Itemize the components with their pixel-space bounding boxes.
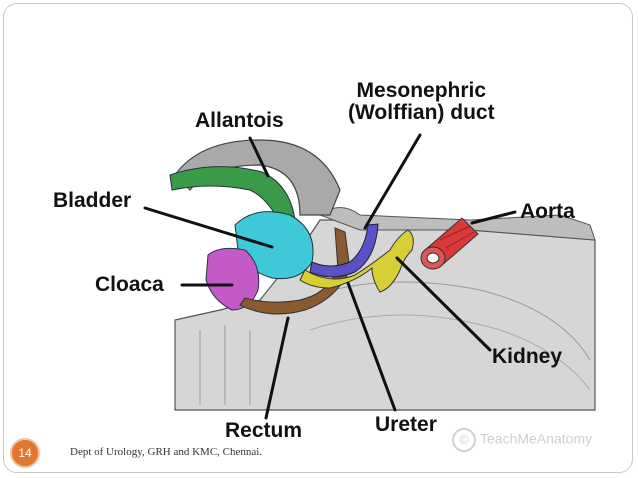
label-bladder: Bladder (53, 189, 132, 212)
label-mesonephric-line2: (Wolffian) duct (348, 101, 495, 125)
aorta-shape (420, 217, 479, 270)
label-allantois: Allantois (195, 109, 284, 132)
copyright-icon: © (452, 428, 476, 452)
mesonephric-duct-shape (309, 223, 379, 278)
kidney-leader (395, 256, 492, 352)
footer-text: Dept of Urology, GRH and KMC, Chennai. (70, 446, 263, 458)
label-rectum: Rectum (225, 419, 303, 442)
ureter-leader (346, 281, 397, 412)
rectum-shape (239, 227, 351, 315)
aorta-leader (470, 210, 517, 225)
allantois-leader (248, 136, 270, 178)
cloaca-shape (205, 247, 260, 311)
label-mesonephric-line1: Mesonephric (356, 79, 487, 102)
watermark-logo: ©TeachMeAnatomy (452, 428, 592, 452)
label-aorta: Aorta (520, 200, 575, 223)
label-mesonephric-duct: Mesonephric (Wolffian) duct (348, 79, 495, 125)
label-cloaca: Cloaca (95, 273, 164, 296)
page-number-badge: 14 (10, 438, 40, 468)
rectum-leader (264, 316, 290, 420)
bladder-leader (143, 206, 274, 249)
mesonephric-leader (363, 133, 422, 230)
watermark-text: TeachMeAnatomy (480, 430, 593, 447)
label-kidney: Kidney (492, 345, 563, 368)
label-ureter: Ureter (375, 413, 437, 436)
